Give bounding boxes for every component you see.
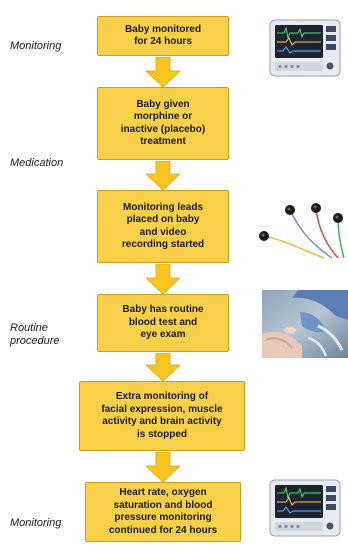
flow-arrow-2 bbox=[146, 161, 180, 190]
flow-arrow-4 bbox=[146, 353, 180, 381]
step-baseline-monitoring: Baby monitored for 24 hours bbox=[97, 16, 229, 56]
stage-label-routine-procedure: Routine procedure bbox=[10, 322, 60, 347]
monitoring-leads-icon bbox=[254, 196, 348, 262]
stage-label-medication: Medication bbox=[10, 157, 64, 169]
patient-monitor-icon-2 bbox=[266, 474, 344, 542]
flow-arrow-1 bbox=[146, 57, 180, 87]
patient-monitor-icon bbox=[266, 14, 344, 82]
stage-label-monitoring: Monitoring bbox=[10, 40, 62, 52]
flow-arrow-3 bbox=[146, 264, 180, 294]
baby-heel-blood-test-icon bbox=[262, 290, 348, 358]
step-continued-monitoring: Heart rate, oxygen saturation and blood … bbox=[85, 482, 241, 542]
step-leads-and-video: Monitoring leads placed on baby and vide… bbox=[97, 190, 229, 263]
step-treatment-given: Baby given morphine or inactive (placebo… bbox=[97, 87, 229, 160]
stage-label-monitoring-2: Monitoring bbox=[10, 517, 62, 529]
step-routine-procedure: Baby has routine blood test and eye exam bbox=[97, 294, 229, 352]
step-extra-monitoring-stopped: Extra monitoring of facial expression, m… bbox=[79, 381, 245, 451]
flow-arrow-5 bbox=[146, 452, 180, 482]
